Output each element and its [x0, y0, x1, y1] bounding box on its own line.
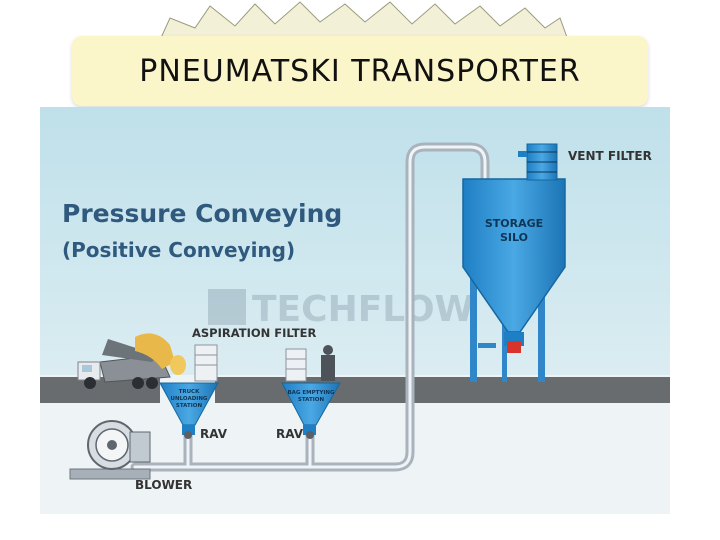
- truck-station-label-2: UNLOADING: [171, 396, 208, 402]
- watermark-text: TECHFLOW: [252, 289, 474, 330]
- pressure-conveying-diagram: Pressure Conveying (Positive Conveying) …: [40, 107, 670, 514]
- title-burst-decoration: [159, 1, 569, 40]
- diagram-heading: Pressure Conveying: [62, 199, 342, 228]
- diagram-svg: Pressure Conveying (Positive Conveying) …: [40, 107, 670, 514]
- dump-truck: [77, 333, 186, 389]
- ground-right: [348, 377, 670, 403]
- techflow-watermark: TECHFLOW: [208, 289, 474, 330]
- vent-filter: VENT FILTER: [518, 143, 652, 181]
- truck-station-label-1: TRUCK: [179, 389, 200, 395]
- aspiration-filter-label: ASPIRATION FILTER: [192, 326, 317, 340]
- rav-label-1: RAV: [200, 427, 228, 441]
- blower: BLOWER: [69, 420, 192, 492]
- storage-silo: STORAGE SILO: [462, 178, 566, 353]
- slide-title: PNEUMATSKI TRANSPORTER: [72, 36, 648, 106]
- bag-station-label-2: STATION: [298, 397, 325, 403]
- bag-emptying-station: BAG EMPTYING STATION RAV: [276, 345, 341, 441]
- silo-outlet-valve: [507, 341, 521, 353]
- truck-unloading-station: TRUCK UNLOADING STATION RAV: [159, 344, 228, 441]
- blower-label: BLOWER: [135, 478, 192, 492]
- bag-station-label-1: BAG EMPTYING: [287, 390, 335, 396]
- rav-label-2: RAV: [276, 427, 304, 441]
- storage-silo-label-2: SILO: [500, 231, 528, 244]
- storage-silo-label-1: STORAGE: [485, 217, 543, 230]
- truck-station-label-3: STATION: [176, 403, 203, 409]
- vent-filter-label: VENT FILTER: [568, 149, 652, 163]
- diagram-subheading: (Positive Conveying): [62, 238, 295, 262]
